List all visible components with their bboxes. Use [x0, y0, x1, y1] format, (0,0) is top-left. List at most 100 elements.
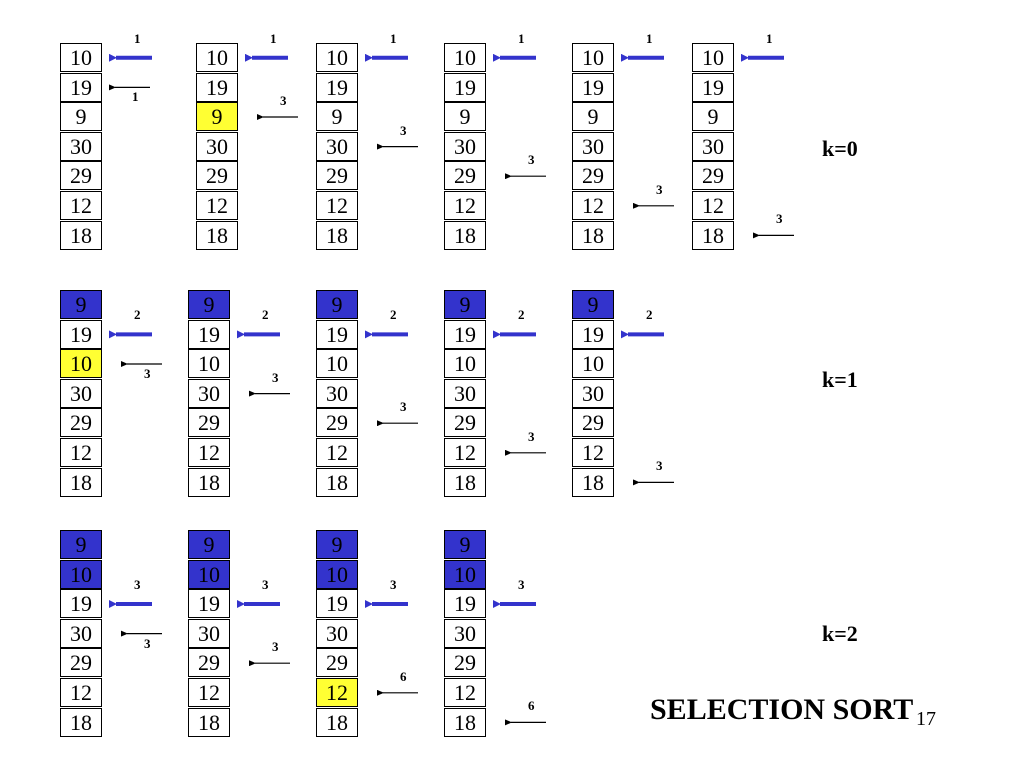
scan-label: 3: [400, 122, 407, 138]
array-cell: 29: [196, 161, 238, 191]
array-cell: 30: [444, 378, 486, 408]
array-cell: 10: [60, 43, 102, 72]
scan-label: 3: [272, 369, 279, 385]
array-cell: 29: [60, 161, 102, 191]
pointer-label: 2: [390, 307, 397, 323]
array-cell: 19: [572, 319, 614, 349]
array-cell: 18: [572, 220, 614, 250]
array-cell: 12: [692, 191, 734, 220]
array-cell: 10: [188, 349, 230, 379]
array-cell: 19: [572, 72, 614, 102]
array-cell: 30: [60, 378, 102, 408]
pointer-label: 1: [134, 30, 141, 46]
array-cell: 29: [316, 408, 358, 438]
array-cell: 29: [692, 161, 734, 191]
array-cell: 9: [444, 290, 486, 319]
pointer-label: 3: [518, 577, 525, 592]
array-cell: 30: [572, 131, 614, 161]
array-cell: 18: [316, 467, 358, 497]
array-cell: 29: [572, 408, 614, 438]
array-cell: 9: [196, 102, 238, 132]
array-cell: 12: [572, 438, 614, 467]
array-cell: 18: [316, 220, 358, 250]
scan-label: 3: [528, 428, 535, 444]
array-cell: 9: [60, 290, 102, 319]
slide-title: SELECTION SORT: [650, 693, 914, 726]
array-cell: 12: [572, 191, 614, 220]
array-cell: 19: [60, 72, 102, 102]
array-cell: 9: [692, 102, 734, 132]
array-cell: 19: [692, 72, 734, 102]
array-cell: 30: [692, 131, 734, 161]
scan-label: 3: [272, 639, 279, 655]
array-cell: 30: [316, 131, 358, 161]
array-cell: 12: [188, 438, 230, 467]
array-cell: 9: [316, 530, 358, 559]
pointer-label: 2: [518, 307, 525, 323]
array-cell: 29: [60, 648, 102, 678]
array-cell: 18: [692, 220, 734, 250]
array-cell: 9: [188, 530, 230, 559]
pointer-label: 3: [390, 577, 397, 592]
pointer-label: 3: [262, 577, 269, 592]
array-cell: 9: [572, 290, 614, 319]
array-cell: 30: [196, 131, 238, 161]
pointer-label: 1: [390, 30, 397, 46]
array-cell: 30: [444, 131, 486, 161]
array-cell: 9: [572, 102, 614, 132]
array-cell: 19: [444, 72, 486, 102]
scan-label: 1: [132, 89, 139, 105]
scan-label: 3: [776, 211, 783, 227]
array-cell: 30: [188, 378, 230, 408]
array-cell: 10: [692, 43, 734, 72]
array-cell: 29: [444, 161, 486, 191]
array-cell: 9: [316, 290, 358, 319]
array-cell: 18: [572, 467, 614, 497]
array-cell: 30: [316, 378, 358, 408]
scan-label: 3: [528, 152, 535, 168]
array-cell: 12: [60, 438, 102, 467]
array-cell: 19: [196, 72, 238, 102]
array-cell: 12: [316, 191, 358, 220]
array-cell: 12: [316, 678, 358, 707]
array-cell: 29: [444, 408, 486, 438]
array-cell: 18: [316, 707, 358, 737]
pointer-label: 1: [766, 30, 773, 46]
array-cell: 29: [60, 408, 102, 438]
array-cell: 10: [572, 43, 614, 72]
array-cell: 19: [444, 589, 486, 619]
pointer-label: 2: [262, 307, 269, 323]
pass-label-k0: k=0: [822, 136, 858, 161]
array-cell: 10: [316, 43, 358, 72]
pointer-label: 1: [646, 30, 653, 46]
array-cell: 12: [444, 191, 486, 220]
array-cell: 10: [444, 559, 486, 589]
scan-label: 3: [400, 399, 407, 415]
array-cell: 29: [444, 648, 486, 678]
pointer-label: 2: [134, 307, 141, 323]
scan-label: 3: [656, 181, 663, 197]
array-cell: 18: [60, 220, 102, 250]
array-cell: 9: [60, 102, 102, 132]
array-cell: 18: [60, 467, 102, 497]
array-cell: 18: [444, 220, 486, 250]
array-cell: 19: [60, 319, 102, 349]
scan-label: 3: [656, 458, 663, 474]
scan-label: 6: [400, 668, 407, 684]
array-cell: 10: [188, 559, 230, 589]
array-cell: 19: [316, 319, 358, 349]
array-cell: 30: [60, 618, 102, 648]
array-cell: 10: [316, 559, 358, 589]
array-cell: 18: [444, 467, 486, 497]
pointer-label: 1: [270, 30, 277, 46]
pointer-label: 1: [518, 30, 525, 46]
array-cell: 19: [316, 72, 358, 102]
array-cell: 18: [60, 707, 102, 737]
array-cell: 10: [196, 43, 238, 72]
array-cell: 19: [188, 319, 230, 349]
array-cell: 10: [316, 349, 358, 379]
array-cell: 12: [444, 438, 486, 467]
array-cell: 12: [316, 438, 358, 467]
array-cell: 30: [188, 618, 230, 648]
